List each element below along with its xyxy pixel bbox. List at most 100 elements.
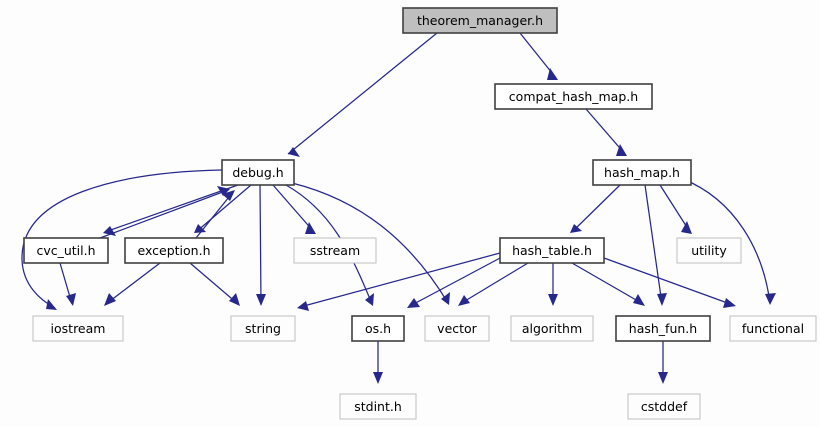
edge-debug-to-iostream	[21, 169, 223, 309]
node-debug[interactable]: debug.h	[221, 159, 295, 186]
arrowhead-os-to-stdint	[373, 372, 383, 384]
node-compat_hash_map[interactable]: compat_hash_map.h	[494, 83, 653, 110]
edge-compat_hash_map-to-hash_map	[585, 108, 626, 155]
node-hash_table[interactable]: hash_table.h	[499, 237, 605, 264]
node-label-string: string	[245, 321, 281, 336]
node-label-compat_hash_map: compat_hash_map.h	[509, 89, 638, 104]
edge-debug-to-cvc_util	[104, 184, 239, 233]
node-label-os: os.h	[365, 321, 391, 336]
node-cstddef[interactable]: cstddef	[627, 393, 701, 420]
node-box-theorem_manager[interactable]	[402, 7, 558, 34]
arrowhead-debug-to-iostream	[46, 299, 57, 310]
node-label-functional: functional	[742, 321, 804, 336]
node-stdint[interactable]: stdint.h	[339, 393, 417, 420]
node-box-cstddef[interactable]	[627, 393, 701, 420]
node-utility[interactable]: utility	[676, 237, 742, 264]
node-box-functional[interactable]	[729, 315, 817, 342]
arrowhead-hash_table-to-hash_fun	[633, 294, 645, 306]
arrowhead-hash_fun-to-cstddef	[658, 372, 668, 384]
arrowhead-debug-to-string	[256, 294, 266, 306]
node-box-cvc_util[interactable]	[23, 237, 109, 264]
node-box-utility[interactable]	[676, 237, 742, 264]
arrowhead-hash_table-to-string	[297, 301, 309, 311]
edge-hash_map-to-hash_fun	[644, 184, 663, 305]
node-box-vector[interactable]	[424, 315, 490, 342]
node-label-cstddef: cstddef	[641, 399, 688, 414]
edge-hash_table-to-os	[409, 256, 503, 307]
node-label-hash_table: hash_table.h	[512, 243, 592, 258]
arrowhead-hash_map-to-hash_fun	[657, 293, 667, 306]
arrowhead-exception-to-iostream	[104, 293, 116, 306]
node-functional[interactable]: functional	[729, 315, 817, 342]
node-box-hash_table[interactable]	[499, 237, 605, 264]
node-label-debug: debug.h	[232, 165, 283, 180]
node-vector[interactable]: vector	[424, 315, 490, 342]
node-sstream[interactable]: sstream	[293, 237, 377, 264]
node-theorem_manager[interactable]: theorem_manager.h	[402, 7, 558, 34]
arrowhead-hash_table-to-functional	[723, 298, 736, 308]
node-box-exception[interactable]	[124, 237, 224, 264]
edge-exception-to-string	[189, 262, 239, 305]
arrowhead-compat_hash_map-to-hash_map	[616, 144, 627, 156]
node-box-debug[interactable]	[221, 159, 295, 186]
arrowhead-cvc_util-to-debug	[217, 186, 230, 196]
arrowhead-theorem_manager-to-debug	[288, 147, 300, 157]
node-box-hash_map[interactable]	[592, 159, 692, 186]
node-label-utility: utility	[691, 243, 727, 258]
node-box-stdint[interactable]	[339, 393, 417, 420]
node-layer: theorem_manager.h compat_hash_map.h debug.…	[23, 7, 817, 420]
node-box-algorithm[interactable]	[510, 315, 594, 342]
arrowhead-exception-to-string	[229, 293, 240, 306]
edge-debug-to-os	[285, 184, 373, 305]
node-box-os[interactable]	[351, 315, 405, 342]
arrowhead-debug-to-exception	[194, 224, 206, 233]
node-string[interactable]: string	[230, 315, 296, 342]
node-label-vector: vector	[437, 321, 478, 336]
node-label-algorithm: algorithm	[522, 321, 582, 336]
node-label-hash_fun: hash_fun.h	[629, 321, 697, 336]
node-box-sstream[interactable]	[293, 237, 377, 264]
arrowhead-hash_map-to-functional	[765, 293, 776, 305]
arrowhead-hash_table-to-algorithm	[548, 294, 558, 306]
node-label-stdint: stdint.h	[354, 399, 402, 414]
arrowhead-hash_map-to-hash_table	[570, 224, 582, 233]
node-iostream[interactable]: iostream	[32, 315, 124, 342]
edge-theorem_manager-to-debug	[287, 32, 438, 155]
edge-exception-to-iostream	[105, 262, 161, 305]
node-box-iostream[interactable]	[32, 315, 124, 342]
edge-debug-to-exception	[195, 184, 252, 233]
node-label-iostream: iostream	[51, 321, 106, 336]
edge-hash_table-to-vector	[459, 262, 529, 305]
edge-layer	[21, 32, 776, 384]
arrowhead-exception-to-debug	[222, 190, 235, 201]
node-box-hash_fun[interactable]	[615, 315, 711, 342]
arrowhead-cvc_util-to-iostream	[66, 293, 76, 306]
node-box-compat_hash_map[interactable]	[494, 83, 653, 110]
edge-debug-to-sstream	[272, 184, 315, 233]
node-label-cvc_util: cvc_util.h	[36, 243, 95, 258]
node-hash_map[interactable]: hash_map.h	[592, 159, 692, 186]
arrowhead-hash_map-to-utility	[681, 221, 692, 234]
edge-exception-to-debug	[195, 191, 234, 239]
node-hash_fun[interactable]: hash_fun.h	[615, 315, 711, 342]
node-os[interactable]: os.h	[351, 315, 405, 342]
edge-hash_map-to-functional	[682, 178, 771, 304]
arrowhead-hash_table-to-os	[407, 298, 420, 308]
edge-hash_table-to-hash_fun	[571, 262, 644, 305]
edge-hash_table-to-functional	[603, 257, 734, 306]
node-exception[interactable]: exception.h	[124, 237, 224, 264]
node-algorithm[interactable]: algorithm	[510, 315, 594, 342]
arrowhead-debug-to-vector	[441, 292, 450, 305]
node-label-hash_map: hash_map.h	[604, 165, 680, 180]
node-label-theorem_manager: theorem_manager.h	[417, 13, 543, 28]
node-box-string[interactable]	[230, 315, 296, 342]
edge-debug-to-vector	[291, 182, 449, 304]
arrowhead-debug-to-os	[365, 293, 374, 306]
edge-hash_map-to-utility	[659, 184, 691, 233]
edge-debug-to-string	[259, 184, 262, 305]
arrowhead-debug-to-sstream	[305, 222, 316, 234]
edge-hash_table-to-string	[299, 252, 501, 308]
node-cvc_util[interactable]: cvc_util.h	[23, 237, 109, 264]
